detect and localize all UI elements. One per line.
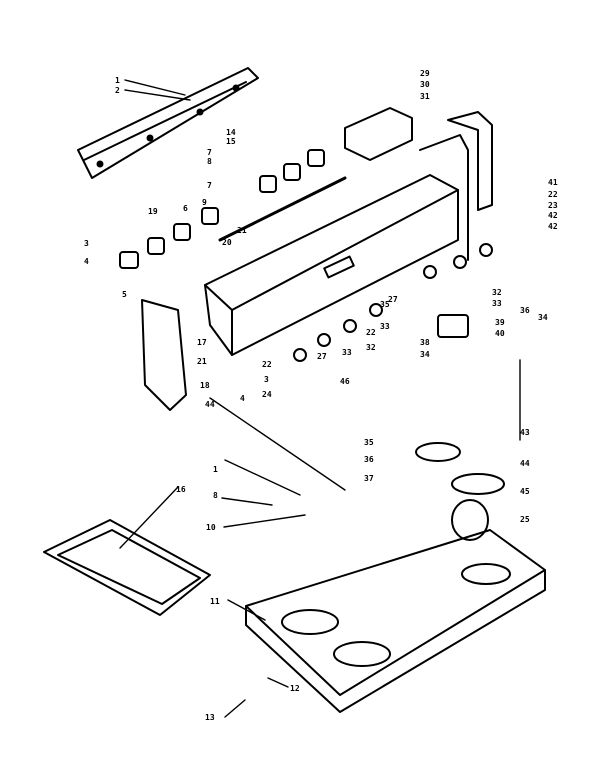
callout-9: 9 <box>202 198 207 207</box>
callout-42: 42 <box>548 211 558 220</box>
callout-38: 38 <box>420 338 430 347</box>
callout-1-b: 1 <box>213 465 218 474</box>
callout-27-a: 27 <box>317 352 327 361</box>
callout-44: 44 <box>205 400 215 409</box>
rear-bracket <box>447 111 493 211</box>
callout-20: 20 <box>222 238 232 247</box>
callout-21-b: 21 <box>197 357 207 366</box>
callout-32-right: 32 <box>492 288 502 297</box>
callout-22-right: 22 <box>548 190 558 199</box>
callout-2: 2 <box>115 86 120 95</box>
callout-13: 13 <box>205 713 215 722</box>
callout-8: 8 <box>207 157 212 166</box>
callout-34-right: 34 <box>538 313 548 322</box>
callout-7-b: 7 <box>207 181 212 190</box>
callout-22-b: 22 <box>366 328 376 337</box>
callout-3-b: 3 <box>264 375 269 384</box>
callout-8-b: 8 <box>213 491 218 500</box>
callout-19: 19 <box>148 207 158 216</box>
burner-assembly <box>415 442 505 541</box>
callout-18: 18 <box>200 381 210 390</box>
callout-11: 11 <box>210 597 220 606</box>
callout-25: 25 <box>520 515 530 524</box>
callout-16: 16 <box>176 485 186 494</box>
callout-33-right: 33 <box>492 299 502 308</box>
callout-35: 35 <box>380 300 390 309</box>
callout-29: 29 <box>420 69 430 78</box>
callout-35-b: 35 <box>364 438 374 447</box>
callout-27-b: 27 <box>388 295 398 304</box>
callout-4-b: 4 <box>240 394 245 403</box>
callout-46: 46 <box>340 377 350 386</box>
callout-22-a: 22 <box>262 360 272 369</box>
callout-4: 4 <box>84 257 89 266</box>
control-panel <box>204 134 469 356</box>
callout-41: 41 <box>548 178 558 187</box>
callout-42-b: 42 <box>548 222 558 231</box>
callout-7: 7 <box>207 148 212 157</box>
callout-1: 1 <box>115 76 120 85</box>
callout-39: 39 <box>495 318 505 327</box>
control-knobs <box>119 149 493 362</box>
callout-30: 30 <box>420 80 430 89</box>
callout-33-a: 33 <box>342 348 352 357</box>
callout-10: 10 <box>206 523 216 532</box>
leader-lines <box>119 79 521 718</box>
callout-40: 40 <box>495 329 505 338</box>
callout-32: 32 <box>366 343 376 352</box>
callout-6: 6 <box>183 204 188 213</box>
callout-33-b: 33 <box>380 322 390 331</box>
callout-44-b: 44 <box>520 459 530 468</box>
callout-34: 34 <box>420 350 430 359</box>
callout-14: 14 <box>226 128 236 137</box>
trim-gasket <box>77 67 259 179</box>
callout-12: 12 <box>290 684 300 693</box>
callout-36-b: 36 <box>364 455 374 464</box>
callout-36: 36 <box>520 306 530 315</box>
callout-37: 37 <box>364 474 374 483</box>
callout-15: 15 <box>226 137 236 146</box>
callout-17: 17 <box>197 338 207 347</box>
cooktop <box>245 529 546 713</box>
transformer-box <box>344 107 413 161</box>
oven-door <box>43 519 211 616</box>
callout-3: 3 <box>84 239 89 248</box>
callout-21: 21 <box>237 226 247 235</box>
side-panel <box>141 299 187 411</box>
callout-45: 45 <box>520 487 530 496</box>
callout-5: 5 <box>122 290 127 299</box>
callout-24: 24 <box>262 390 272 399</box>
callout-23: 23 <box>548 201 558 210</box>
callout-31: 31 <box>420 92 430 101</box>
callout-43: 43 <box>520 428 530 437</box>
